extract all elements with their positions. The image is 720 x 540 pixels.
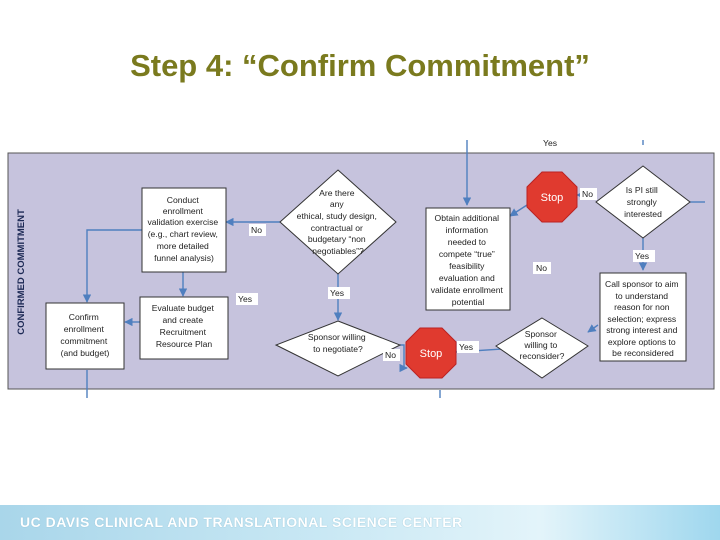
- label-no-stop-top: No: [582, 189, 593, 199]
- pi-interested-diamond: Is PI still strongly interested: [595, 165, 691, 239]
- svg-text:Stop: Stop: [541, 192, 564, 204]
- svg-text:Conduct enrollment: Conduct enrollment validation exercise (…: [147, 195, 220, 263]
- svg-text:Stop: Stop: [420, 348, 443, 360]
- conduct-validation-box: Conduct enrollment validation exercise (…: [141, 187, 227, 273]
- ethical-nonnegotiables-diamond: Are there any ethical, study design, con…: [279, 169, 397, 275]
- label-no-obtain: No: [536, 263, 547, 273]
- obtain-information-box: Obtain additional information needed to …: [425, 207, 511, 311]
- svg-text:Sponsor willing to negot: Sponsor willing to negotiate?: [308, 332, 368, 354]
- branch-labels: Yes No Yes No No Yes Yes No Yes: [236, 138, 655, 361]
- sponsor-negotiate-diamond: Sponsor willing to negotiate?: [274, 320, 402, 377]
- svg-text:Evaluate budget and crea: Evaluate budget and create Recruitment R…: [152, 303, 217, 349]
- slide-title: Step 4: “Confirm Commitment”: [130, 48, 590, 83]
- label-yes-top: Yes: [543, 138, 557, 148]
- confirm-commitment-box: Confirm enrollment commitment (and budge…: [45, 302, 125, 370]
- footer-banner: UC DAVIS CLINICAL AND TRANSLATIONAL SCIE…: [0, 505, 720, 540]
- label-yes-ethical: Yes: [330, 288, 344, 298]
- stop-sign-top: Stop: [526, 171, 578, 223]
- label-no-negotiate: No: [385, 350, 396, 360]
- svg-text:Obtain additional inform: Obtain additional information needed to …: [431, 213, 506, 307]
- label-yes-pi: Yes: [635, 251, 649, 261]
- label-no-conduct: No: [251, 225, 262, 235]
- call-sponsor-box: Call sponsor to aim to understand reason…: [599, 272, 687, 362]
- svg-text:Sponsor willing to: Sponsor willing to reconsider?: [520, 329, 565, 361]
- side-label: CONFIRMED COMMITMENT: [16, 209, 27, 335]
- label-yes-reconsider: Yes: [459, 342, 473, 352]
- label-yes-evaluate: Yes: [238, 294, 252, 304]
- footer-text: UC DAVIS CLINICAL AND TRANSLATIONAL SCIE…: [20, 514, 463, 530]
- svg-text:Is PI still strongly: Is PI still strongly interested: [624, 185, 662, 219]
- stop-sign-bottom: Stop: [405, 327, 457, 379]
- evaluate-budget-box: Evaluate budget and create Recruitment R…: [139, 296, 229, 360]
- svg-text:Are there any ethi: Are there any ethical, study design, con…: [297, 188, 380, 256]
- svg-text:Call sponsor to aim to u: Call sponsor to aim to understand reason…: [605, 279, 681, 358]
- svg-text:Confirm enrollment: Confirm enrollment commitment (and budge…: [60, 312, 109, 358]
- sponsor-reconsider-diamond: Sponsor willing to reconsider?: [495, 317, 589, 379]
